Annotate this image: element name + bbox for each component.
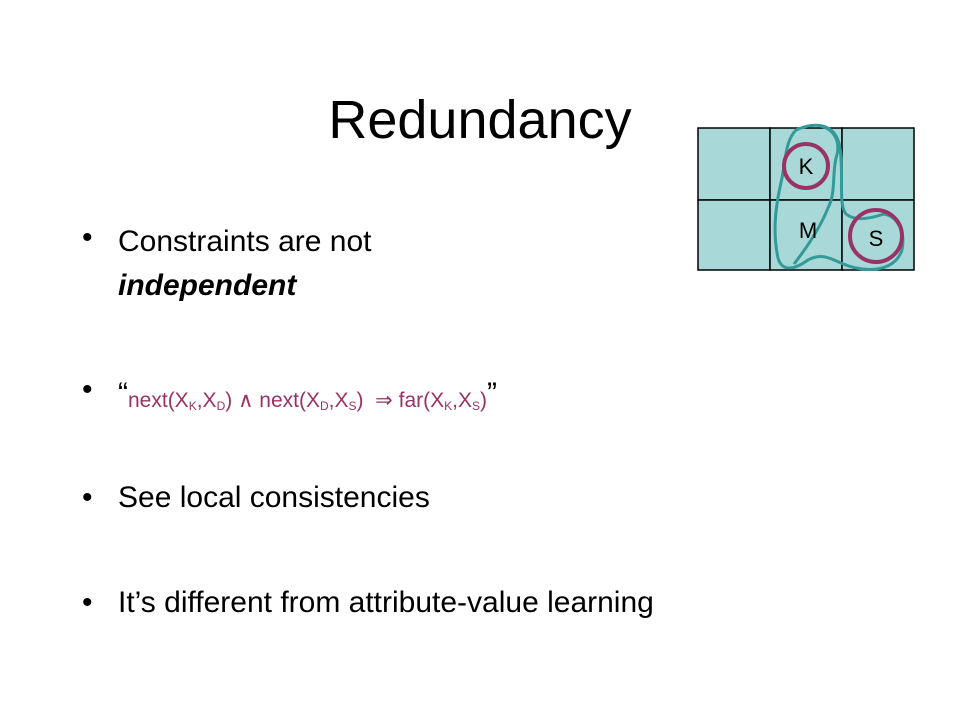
- grid-cell: [697, 199, 771, 271]
- bullet-marker: •: [82, 586, 93, 619]
- bullet-text: See local consistencies: [118, 481, 430, 514]
- open-quote: “: [118, 377, 128, 410]
- formula-next1-post: ): [225, 389, 233, 412]
- grid-cell: [697, 127, 771, 201]
- close-quote: ”: [487, 377, 498, 410]
- formula-text: “next(XK,XD) ∧ next(XD,XS) ⇒ far(XK,XS)”: [118, 377, 498, 424]
- formula-sub: S: [348, 399, 357, 413]
- grid-cell: [841, 127, 915, 201]
- lasso-outline: [792, 124, 840, 265]
- circle-s: [848, 208, 904, 264]
- formula-far-post: ): [480, 389, 488, 412]
- bullet-marker: •: [82, 373, 93, 406]
- formula-next2-mid: ,X: [328, 389, 349, 412]
- cell-label-k: K: [799, 154, 814, 179]
- formula-sub: D: [319, 399, 329, 413]
- formula-sub: D: [216, 399, 226, 413]
- bullet-text: It’s different from attribute-value lear…: [118, 586, 654, 619]
- formula-sub: S: [472, 399, 481, 413]
- formula-next2-post: ): [356, 389, 364, 412]
- formula-far-pre: far(X: [398, 389, 445, 412]
- and-symbol: ∧: [232, 389, 260, 412]
- cell-label-m: M: [799, 218, 817, 243]
- bullet-text-plain: Constraints are not: [118, 225, 372, 258]
- lasso-outline: [773, 123, 905, 271]
- formula-far-mid: ,X: [452, 389, 472, 412]
- cell-label-s: S: [869, 226, 884, 251]
- formula-sub: K: [188, 399, 197, 413]
- bullet-text: Constraints are not independent: [118, 220, 478, 308]
- formula-next1-mid: ,X: [196, 389, 217, 412]
- bullet-emphasis: independent: [118, 269, 297, 302]
- slide-title: Redundancy: [328, 90, 632, 150]
- formula-next1-pre: next(X: [128, 389, 189, 412]
- implies-symbol: ⇒: [363, 389, 399, 412]
- formula-sub: K: [444, 399, 453, 413]
- circle-k: [782, 142, 830, 190]
- grid-diagram: K M S: [697, 123, 915, 271]
- formula-next2-pre: next(X: [259, 389, 320, 412]
- bullet-marker: •: [82, 221, 93, 254]
- bullet-marker: •: [82, 481, 93, 514]
